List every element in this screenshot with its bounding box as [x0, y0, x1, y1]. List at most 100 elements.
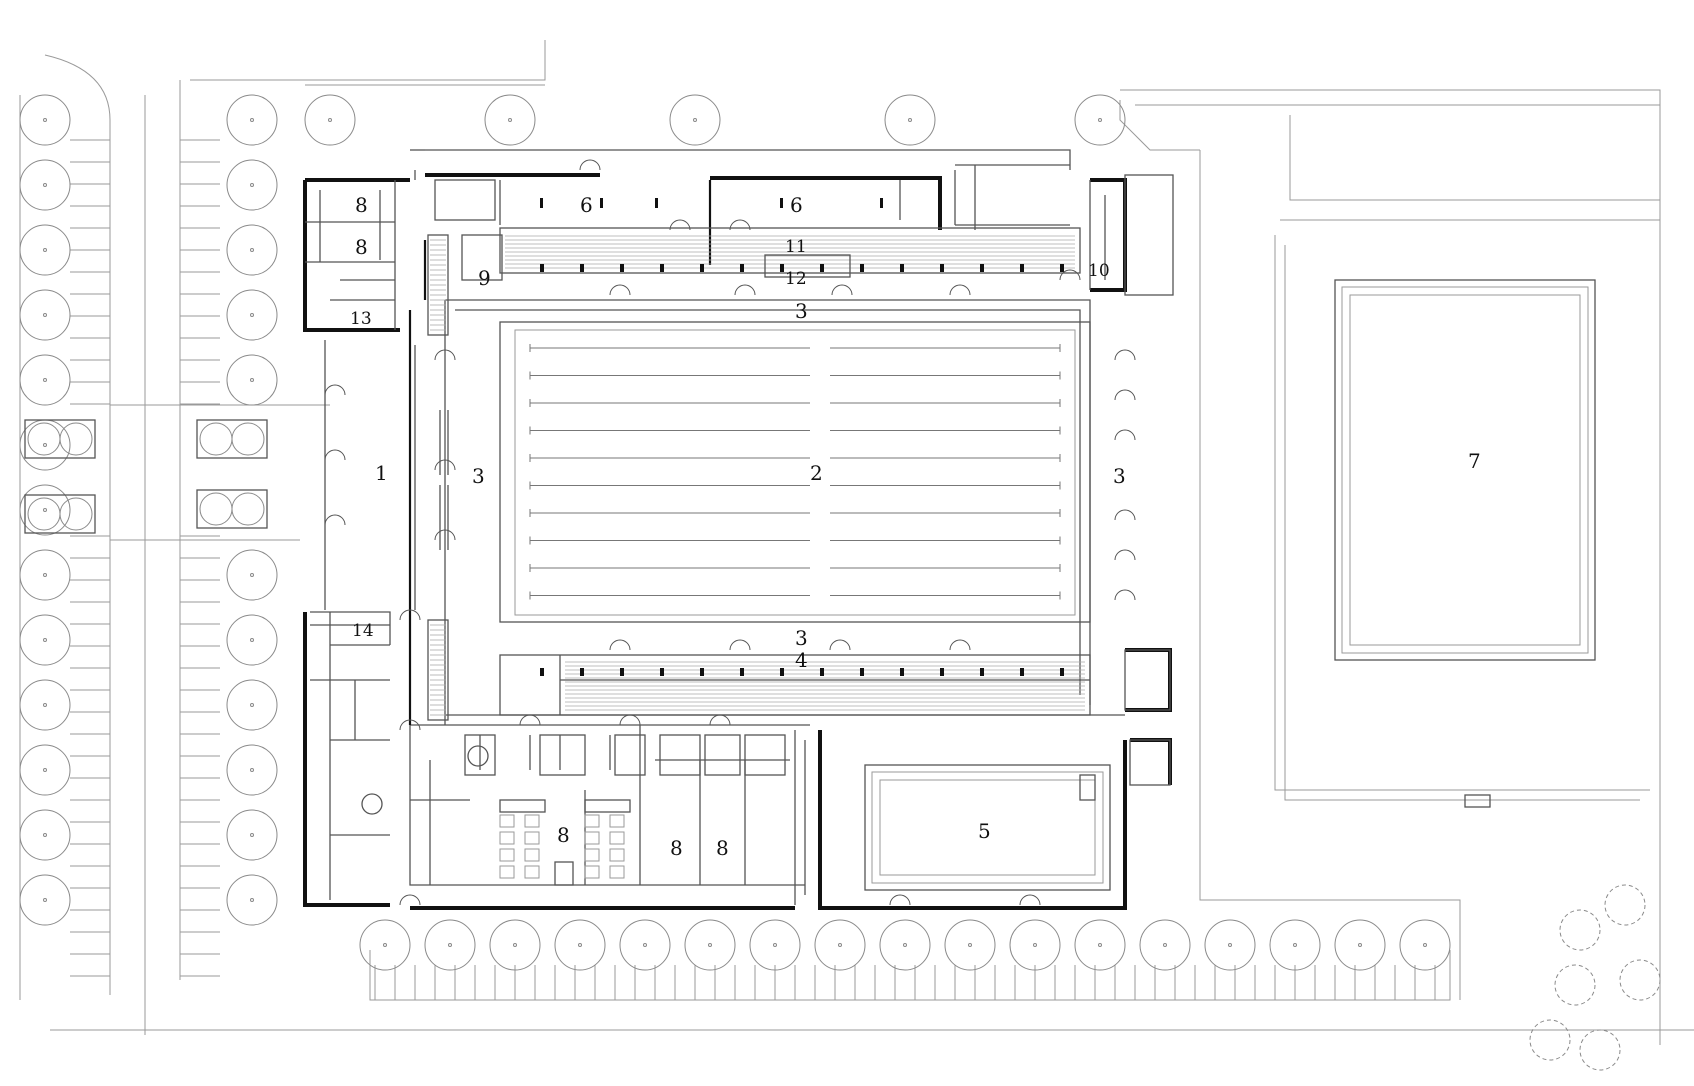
tree-center — [43, 768, 47, 772]
tree-center — [908, 118, 912, 122]
label-room-13: 13 — [350, 309, 372, 329]
tree — [226, 809, 278, 861]
room-labels: 1 2 3 3 3 3 4 5 6 6 7 8 8 8 8 8 9 10 11 … — [350, 193, 1481, 860]
tree — [1399, 919, 1451, 971]
tree-center — [250, 313, 254, 317]
tree-center — [250, 183, 254, 187]
tree-center — [383, 943, 387, 947]
door-swing — [609, 639, 631, 651]
locker — [524, 831, 540, 845]
door-swing — [1114, 389, 1136, 401]
tree — [226, 679, 278, 731]
door-swing — [324, 384, 346, 396]
door-swing — [1059, 269, 1081, 281]
tree — [489, 919, 541, 971]
column — [580, 264, 584, 272]
door-swing — [434, 459, 456, 471]
outdoor-pool — [1334, 279, 1596, 808]
door-swing — [609, 284, 631, 296]
tree-center — [903, 943, 907, 947]
tree-center — [250, 833, 254, 837]
locker — [609, 865, 625, 879]
tree-center — [508, 118, 512, 122]
label-main-pool: 2 — [810, 461, 823, 485]
future-tree — [1529, 1019, 1571, 1061]
tree — [226, 614, 278, 666]
door-swing — [399, 609, 421, 621]
column — [660, 264, 664, 272]
tree-center — [1423, 943, 1427, 947]
locker — [609, 848, 625, 862]
tree — [1074, 94, 1126, 146]
tree — [226, 94, 278, 146]
door-swing — [829, 639, 851, 651]
door-swing — [519, 714, 541, 726]
tree-center — [43, 183, 47, 187]
door-swing — [734, 284, 756, 296]
column — [700, 668, 704, 676]
door-swing — [889, 894, 911, 906]
tree — [814, 919, 866, 971]
door-swing — [579, 159, 601, 171]
tree — [1269, 919, 1321, 971]
label-room-9: 9 — [478, 266, 491, 290]
future-tree — [1579, 1029, 1621, 1071]
label-deck-north: 3 — [795, 299, 808, 323]
door-swing — [399, 719, 421, 731]
tree — [19, 614, 71, 666]
label-room-14: 14 — [352, 621, 374, 641]
tree-center — [250, 248, 254, 252]
door-swing — [729, 219, 751, 231]
tree — [19, 289, 71, 341]
locker — [609, 831, 625, 845]
label-room-12: 12 — [785, 269, 807, 289]
label-changing-nw-1: 8 — [355, 193, 368, 217]
tree — [19, 679, 71, 731]
column — [980, 264, 984, 272]
label-room-6a: 6 — [580, 193, 593, 217]
tree-center — [513, 943, 517, 947]
door-swing — [709, 714, 731, 726]
column — [620, 668, 624, 676]
tree-center — [773, 943, 777, 947]
tree-center — [328, 118, 332, 122]
door-swing — [399, 894, 421, 906]
tree — [879, 919, 931, 971]
tree-center — [250, 638, 254, 642]
label-deck-south: 3 — [795, 626, 808, 650]
door-swing — [669, 219, 691, 231]
column — [820, 668, 824, 676]
tree — [226, 744, 278, 796]
building — [303, 149, 1174, 910]
column — [820, 264, 824, 272]
label-room-6b: 6 — [790, 193, 803, 217]
tree — [1009, 919, 1061, 971]
door-swing — [1114, 349, 1136, 361]
column — [860, 264, 864, 272]
column — [540, 264, 544, 272]
tree-center — [1358, 943, 1362, 947]
tree — [226, 289, 278, 341]
tree-center — [43, 508, 47, 512]
tree-center — [43, 248, 47, 252]
column — [1020, 668, 1024, 676]
door-swing — [949, 639, 971, 651]
column — [880, 198, 883, 208]
tree-center — [1098, 943, 1102, 947]
tree — [19, 419, 71, 471]
column — [540, 198, 543, 208]
door-swing — [619, 714, 641, 726]
locker — [584, 831, 600, 845]
label-changing-nw-2: 8 — [355, 235, 368, 259]
tree-center — [43, 313, 47, 317]
tree-center — [43, 703, 47, 707]
tree — [944, 919, 996, 971]
column — [780, 668, 784, 676]
locker — [499, 831, 515, 845]
tree-center — [250, 378, 254, 382]
tree — [619, 919, 671, 971]
tree — [226, 549, 278, 601]
tree-center — [578, 943, 582, 947]
planters — [24, 419, 268, 534]
tree-center — [838, 943, 842, 947]
